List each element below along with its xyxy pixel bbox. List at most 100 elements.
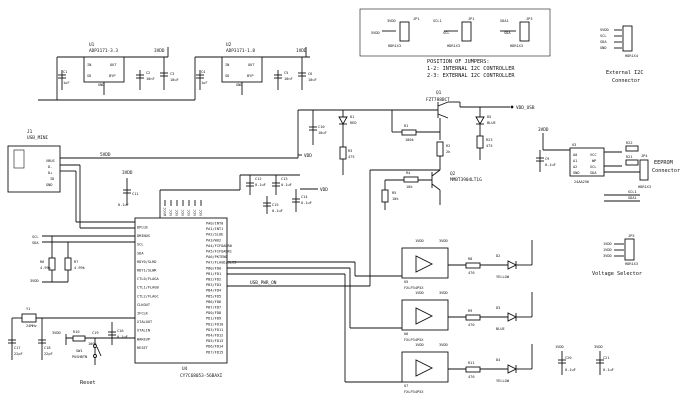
jp2-caption: HDR1X3 (447, 44, 460, 48)
mcu-part: CY7C68053-56BAXI (180, 373, 223, 379)
mcu-right-pin: PB2/FD2 (206, 278, 221, 282)
mcu-right-pin: PA1/INT1 (206, 227, 223, 231)
vsel-caption: Voltage Selector (592, 271, 642, 277)
c1-ref: C1 (63, 70, 67, 74)
ext-i2c-pin-4: GND (600, 46, 607, 50)
eeprom-caption-2: Connector (652, 168, 680, 174)
power-switch: Q1 FZT788BCT VDD_USB C10 10uF D1 RED R3 … (309, 90, 535, 210)
r10-val: 100k (88, 342, 97, 346)
r6-val: 4.99k (40, 266, 52, 270)
mcu-right-pin: PA4/FIFOADR0 (206, 244, 232, 248)
sw1-part: PUSHBTN (72, 355, 87, 359)
led-color: YELLOW (496, 275, 510, 279)
r23-val: 475 (486, 144, 493, 148)
r10-ref: R10 (73, 330, 80, 334)
usb-pin-dp: D+ (48, 171, 53, 175)
c18-ref: C18 (44, 346, 51, 350)
led-resistor-ref: R9 (468, 309, 472, 313)
mcu-right-pin: PB5/FD5 (206, 294, 221, 298)
u1-body (83, 56, 125, 83)
mcu-right-pin: PB1/FD1 (206, 272, 221, 276)
ext-i2c-pin-2: SCL (600, 34, 607, 38)
reset-circuit: 3VDD R10 100k SW1 PUSHBTN C19 Reset (52, 330, 135, 386)
r2-val: 2k (446, 150, 451, 154)
jp1-pin-b: 5VDD (371, 31, 380, 35)
r1-ref: R1 (404, 124, 408, 128)
u2-body (221, 56, 263, 83)
jp2-pin-b: SCL (443, 31, 450, 35)
c5-val: 10nF (284, 77, 293, 81)
led-resistor-val: 470 (468, 323, 475, 327)
ext-i2c-pin-3: SDA (600, 40, 607, 44)
mcu-u4: U4 CY7C68053-56BAXI DPLUSDMINUSSCLSDARDY… (108, 153, 402, 383)
mcu-right-pins: PA0/INT0PA1/INT1PA2/SLOEPA3/WU2PA4/FIFOA… (206, 222, 236, 355)
level-shifter-part: FXLP34P5X (404, 338, 424, 342)
jumper-jp1: 3VDD 5VDD JP1 HDR1X3 (371, 17, 420, 48)
r22-ref: R22 (626, 141, 633, 145)
c11-ref: C11 (132, 192, 139, 196)
c17-ref: C17 (14, 346, 21, 350)
led-vin-net: 1VDD (415, 239, 424, 243)
u1-ref: U1 (89, 42, 95, 48)
c5-ref: C5 (284, 71, 288, 75)
c16-ref: C16 (117, 329, 124, 333)
c12-val: 0.1uF (255, 183, 266, 187)
vsel-pin-3: 3VDD (603, 254, 612, 258)
jp3-pin-b: SDA (504, 31, 511, 35)
ext-i2c-caption-2: Connector (612, 78, 640, 84)
mcu-left-pin: XTALIN (137, 329, 150, 333)
jp3-ref: JP3 (526, 17, 533, 21)
jp2-pin-a: SCL1 (433, 19, 442, 23)
jp1-pin-a: 3VDD (387, 19, 396, 23)
usb-net: 5VDD (100, 152, 111, 158)
mcu-right-pin: PA5/FIFOADR1 (206, 250, 232, 254)
mcu-top-pin: AVCC (163, 207, 167, 216)
r7-ref: R7 (74, 260, 78, 264)
r23-ref: R23 (486, 138, 493, 142)
c2-val: 10nF (146, 77, 155, 81)
eeprom-hdr-part: HDR1X3 (638, 185, 651, 189)
mcu-3vdd-net: 3VDD (122, 170, 133, 176)
bulk-net1: 1VDD (555, 345, 564, 349)
usb-pin-id: ID (50, 177, 54, 181)
c16-val: 0.1uF (117, 335, 128, 339)
led-ref: D2 (496, 254, 500, 258)
pullup-net: 3VDD (30, 279, 39, 283)
mcu-left-pins: DPLUSDMINUSSCLSDARDY0/SLRDRDY1/SLWRCTL0/… (137, 226, 159, 350)
mcu-right-pin: PB3/FD3 (206, 283, 221, 287)
c17-val: 22pF (14, 352, 23, 356)
ext-i2c-pin-1: 5VDD (600, 28, 609, 32)
usb-pwr-net: USB_PWR_ON (250, 280, 277, 286)
r3-val: 475 (348, 155, 355, 159)
r1-val: 100k (405, 138, 414, 142)
mcu-right-pin: PD6/FD14 (206, 345, 223, 349)
mcu-right-pin: PD5/FD13 (206, 339, 223, 343)
c3-val: 10uF (170, 78, 179, 82)
c9-ref: C9 (545, 157, 549, 161)
mcu-right-pin: PB4/FD4 (206, 289, 221, 293)
c4-ref: C4 (201, 70, 205, 74)
q1-part: FZT788BCT (426, 97, 450, 103)
u2-out: OUT (248, 63, 255, 67)
jumper-note-line2: 2-3: EXTERNAL I2C CONTROLLER (427, 73, 515, 79)
mcu-left-pin: DPLUS (137, 226, 148, 230)
r3-ref: R3 (348, 149, 352, 153)
c11-val: 0.1uF (118, 203, 129, 207)
bulk-net2: 3VDD (594, 345, 603, 349)
mcu-right-pin: PA6/PKTEND (206, 255, 228, 259)
level-shifter-ref: U5 (404, 280, 408, 284)
mcu-top-pin: VCC (175, 210, 179, 217)
jumper-note-title: POSITION OF JUMPERS: (427, 59, 489, 65)
i2c-pullups: SCL SDA R6 4.99k R7 4.99k 3VDD (30, 235, 135, 283)
regulator-u1: ADP3171-3.3 U1 3VDD IN SD OUT BYP GND C1… (56, 42, 179, 100)
led-ref: D3 (496, 306, 500, 310)
jp1-header (399, 21, 410, 42)
led-color: BLUE (496, 327, 505, 331)
eeprom-pin-gnd: GND (573, 171, 580, 175)
eeprom-pin-a0: A0 (573, 153, 577, 157)
